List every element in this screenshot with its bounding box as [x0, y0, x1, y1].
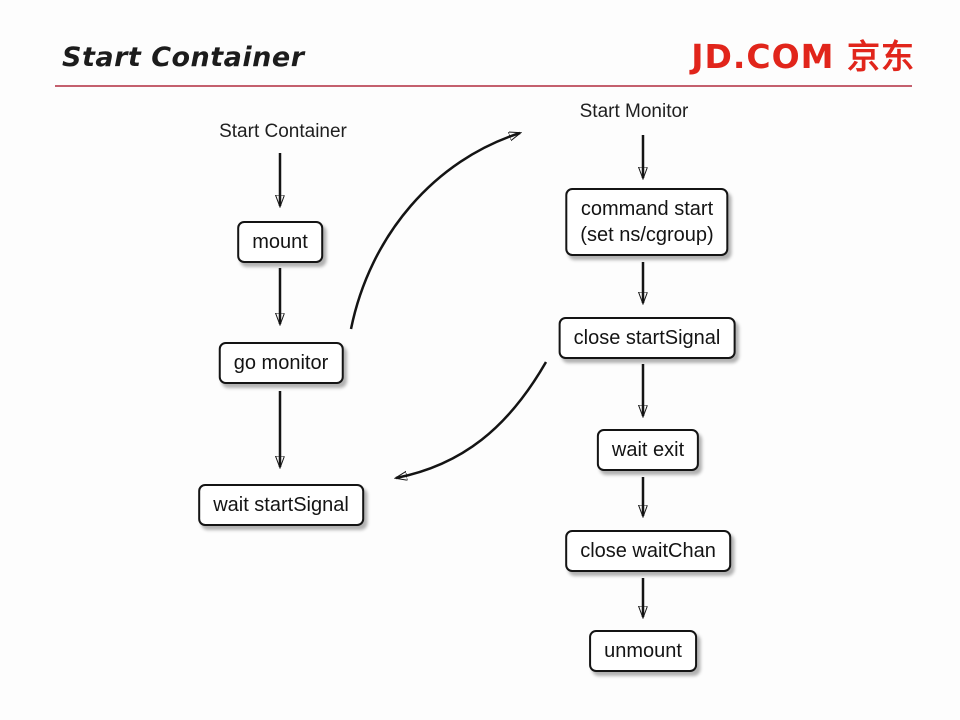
page-title: Start Container	[62, 42, 305, 73]
right-flow-label: Start Monitor	[579, 101, 689, 122]
node-close-waitchan: close waitChan	[565, 530, 731, 572]
arrow-gomonitor-to-startmonitor	[349, 133, 520, 330]
node-mount: mount	[237, 221, 323, 263]
node-wait-startsignal: wait startSignal	[198, 484, 364, 526]
arrow-closestartsignal-to-waitstartsignal	[396, 361, 548, 478]
node-close-startsignal: close startSignal	[558, 317, 736, 359]
left-flow-label: Start Container	[219, 121, 347, 142]
node-wait-exit: wait exit	[596, 429, 700, 471]
jd-logo: JD.COM 京东	[691, 37, 915, 76]
node-command-start: command start (set ns/cgroup)	[565, 188, 729, 256]
title-divider	[55, 85, 912, 87]
node-go-monitor: go monitor	[218, 342, 344, 384]
node-unmount: unmount	[589, 630, 697, 672]
